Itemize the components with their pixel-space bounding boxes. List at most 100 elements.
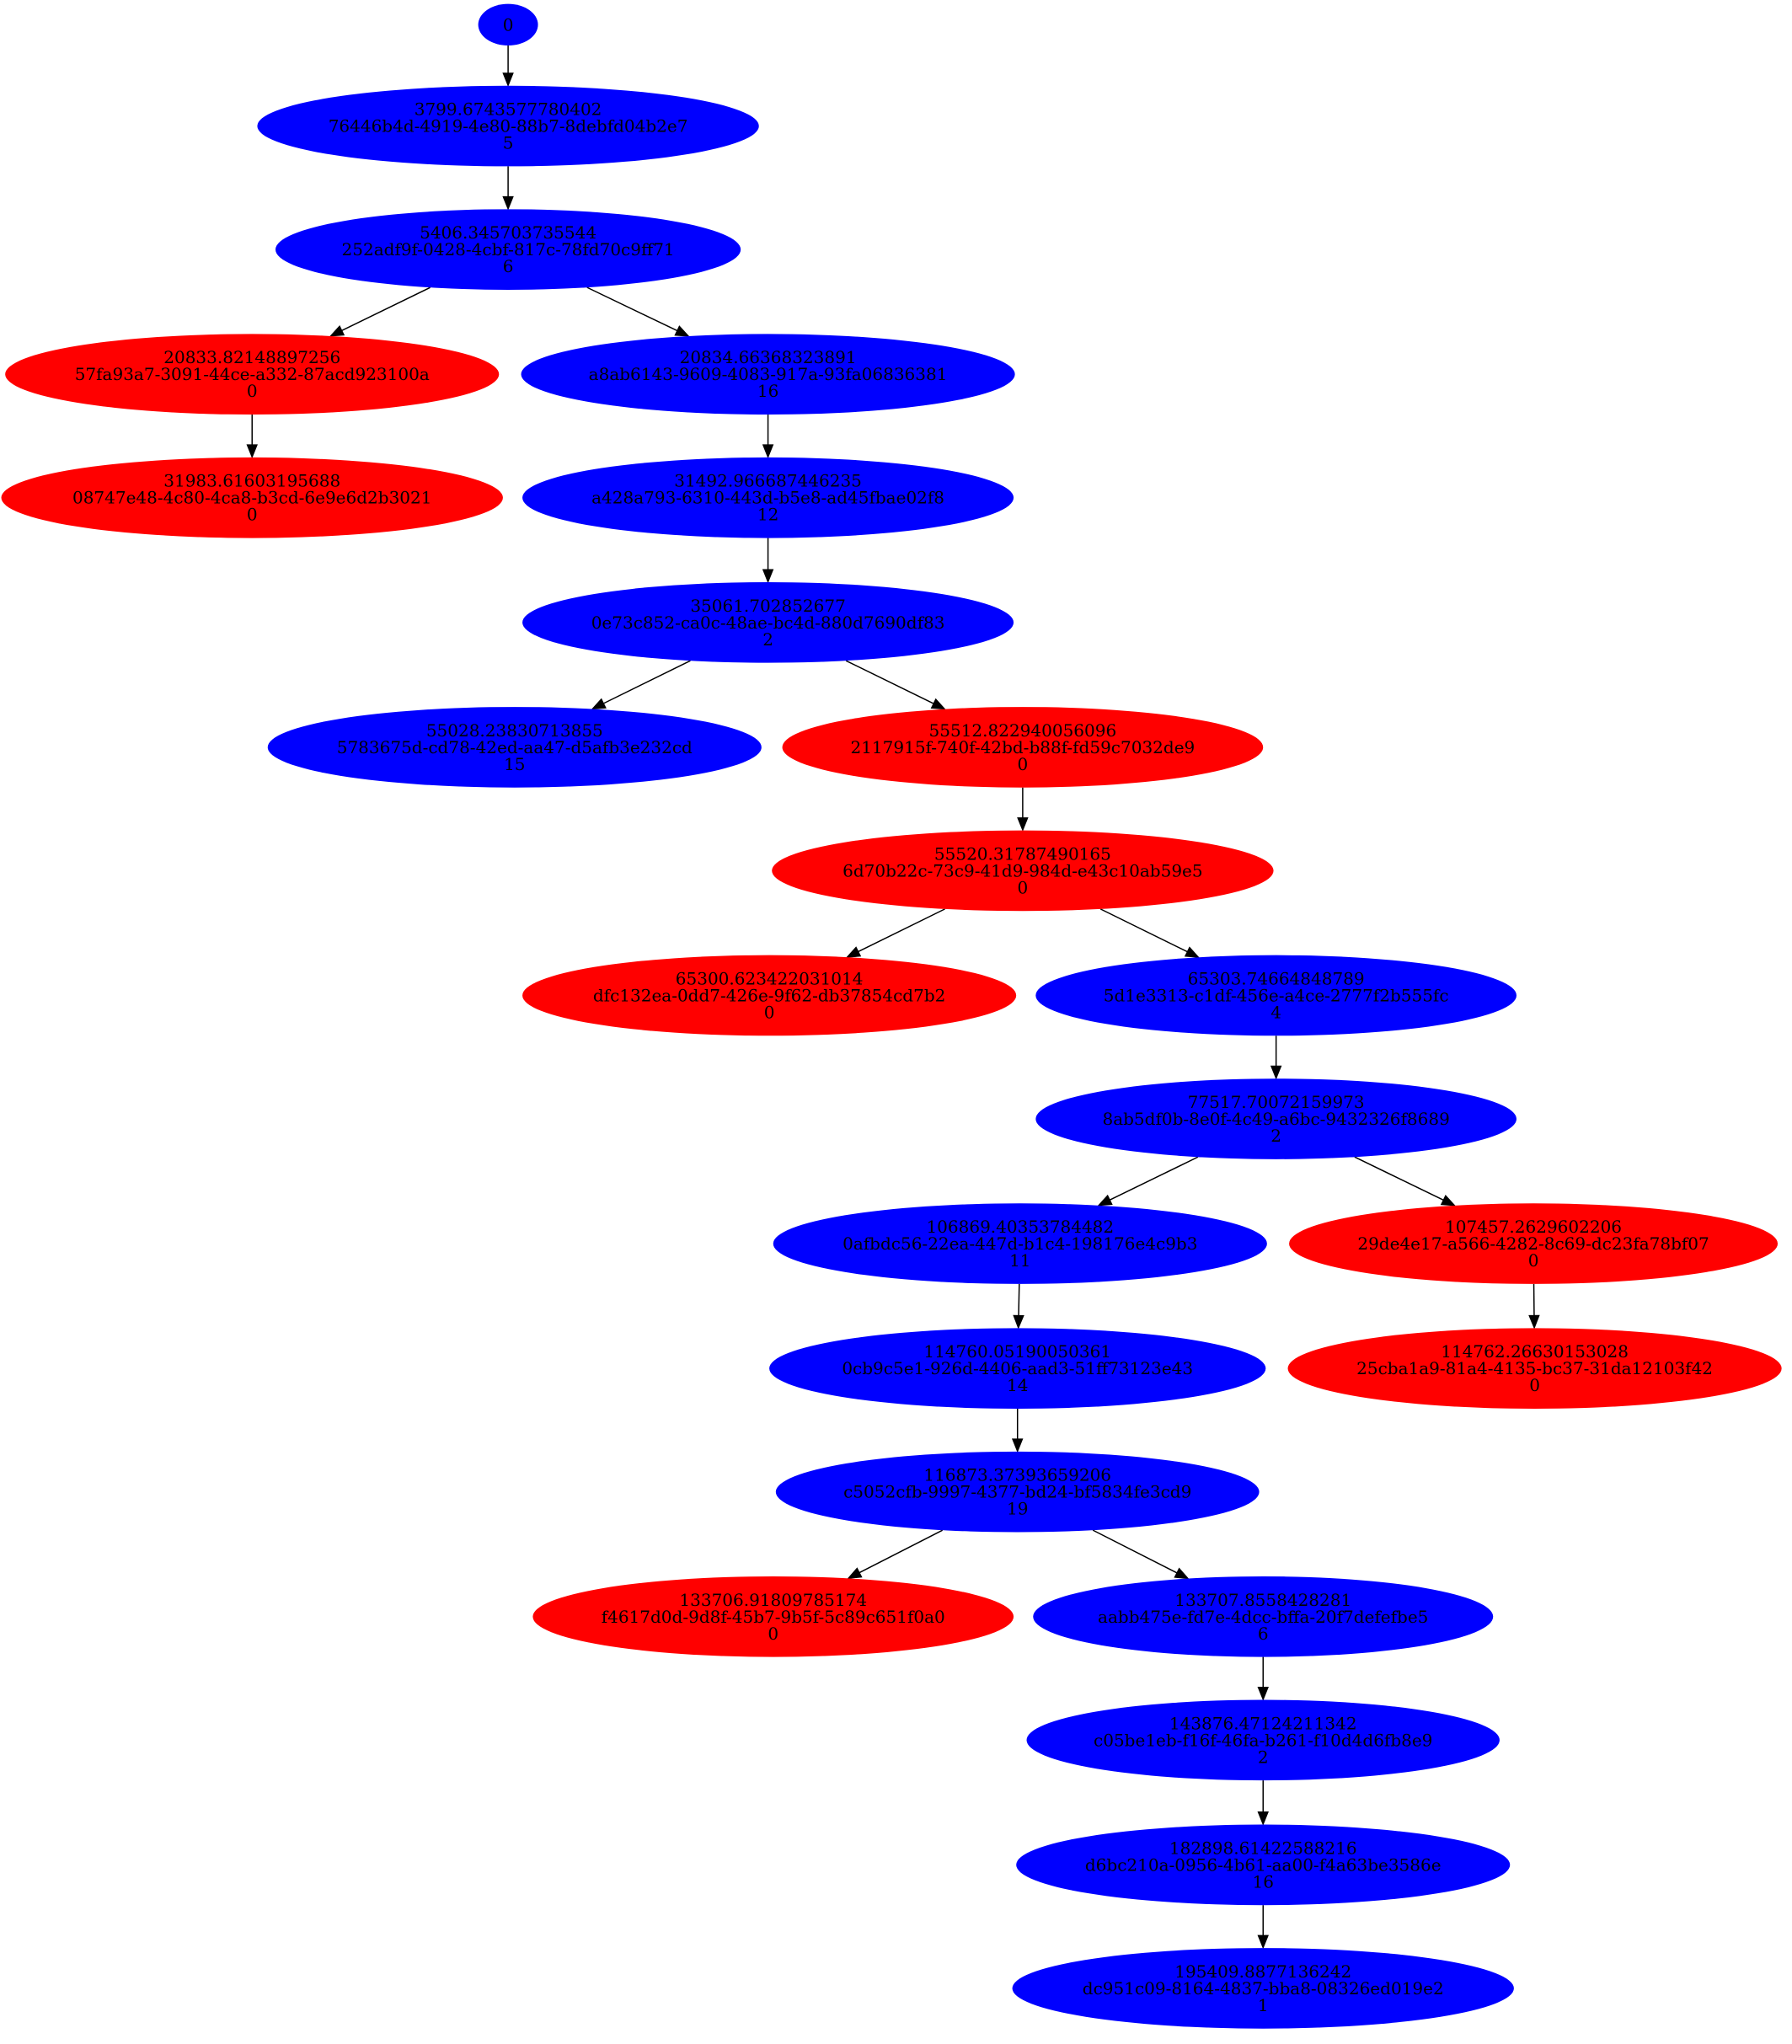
node-value-label: 133706.91809785174 bbox=[679, 1590, 867, 1610]
arrow-head-icon bbox=[502, 72, 514, 88]
edge-n2-n3 bbox=[329, 286, 431, 337]
graph-node: 0 bbox=[478, 3, 538, 45]
edge-n13-n15 bbox=[1354, 1156, 1456, 1207]
edge-line bbox=[603, 660, 691, 704]
node-value-label: 114762.26630153028 bbox=[1441, 1341, 1629, 1362]
node-uuid-label: a428a793-6310-443d-b5e8-ad45fbae02f8 bbox=[591, 488, 944, 508]
node-value-label: 106869.40353784482 bbox=[926, 1217, 1114, 1237]
node-count-label: 0 bbox=[1529, 1375, 1540, 1395]
edge-line bbox=[845, 660, 934, 704]
arrow-head-icon bbox=[674, 325, 690, 337]
graph-node: 133706.91809785174f4617d0d-9d8f-45b7-9b5… bbox=[532, 1576, 1014, 1657]
node-ellipse bbox=[1026, 1699, 1500, 1781]
node-count-label: 0 bbox=[764, 1002, 775, 1022]
node-count-label: 4 bbox=[1270, 1002, 1281, 1022]
node-ellipse bbox=[478, 3, 538, 45]
edge-line bbox=[1092, 1529, 1178, 1574]
node-count-label: 15 bbox=[504, 754, 525, 774]
node-value-label: 182898.61422588216 bbox=[1169, 1838, 1357, 1858]
node-count-label: 12 bbox=[757, 505, 778, 525]
arrow-head-icon bbox=[329, 325, 345, 337]
edge-n9-n10 bbox=[1017, 787, 1029, 832]
graph-node: 106869.403537844820afbdc56-22ea-447d-b1c… bbox=[773, 1203, 1267, 1284]
graph-node: 55520.317874901656d70b22c-73c9-41d9-984d… bbox=[772, 830, 1274, 912]
arrow-head-icon bbox=[1013, 1314, 1024, 1330]
edge-n0-n1 bbox=[502, 45, 514, 88]
node-ellipse bbox=[775, 1451, 1260, 1533]
arrow-head-icon bbox=[1184, 946, 1200, 958]
edge-line bbox=[859, 1529, 944, 1574]
node-ellipse bbox=[522, 457, 1014, 538]
graph-node: 55028.238307138555783675d-cd78-42ed-aa47… bbox=[267, 707, 762, 788]
node-ellipse bbox=[257, 85, 759, 167]
arrow-head-icon bbox=[1011, 1438, 1024, 1453]
arrow-head-icon bbox=[1257, 1934, 1269, 1950]
node-count-label: 5 bbox=[503, 133, 514, 153]
node-count-label: 0 bbox=[247, 381, 258, 401]
graph-node: 20834.66368323891a8ab6143-9609-4083-917a… bbox=[521, 334, 1015, 415]
graph-node: 107457.262960220629de4e17-a566-4282-8c69… bbox=[1289, 1203, 1779, 1284]
arrow-head-icon bbox=[930, 698, 946, 710]
node-ellipse bbox=[532, 1576, 1014, 1657]
edge-n22-n23 bbox=[1257, 1905, 1269, 1950]
arrow-head-icon bbox=[591, 698, 607, 710]
node-count-label: 0 bbox=[1018, 877, 1029, 897]
node-count-label: 6 bbox=[1258, 1624, 1269, 1644]
node-count-label: 11 bbox=[1009, 1250, 1030, 1271]
graph-node: 114760.051900503610cb9c5e1-926d-4406-aad… bbox=[769, 1328, 1266, 1409]
edge-line bbox=[858, 908, 945, 953]
node-uuid-label: dc951c09-8164-4837-bba8-08326ed019e2 bbox=[1083, 1978, 1444, 1999]
edge-n15-n17 bbox=[1528, 1283, 1540, 1330]
edge-n2-n4 bbox=[586, 286, 690, 337]
edge-n20-n21 bbox=[1257, 1656, 1269, 1701]
edge-n12-n13 bbox=[1270, 1035, 1282, 1080]
edge-n18-n19 bbox=[847, 1529, 944, 1579]
edge-n3-n5 bbox=[246, 415, 258, 459]
arrow-head-icon bbox=[846, 946, 862, 958]
node-uuid-label: d6bc210a-0956-4b61-aa00-f4a63be3586e bbox=[1085, 1854, 1442, 1875]
node-ellipse bbox=[521, 334, 1015, 415]
node-count-label: 1 bbox=[1258, 1995, 1269, 2015]
node-count-label: 6 bbox=[503, 256, 514, 276]
node-uuid-label: 2117915f-740f-42bd-b88f-fd59c7032de9 bbox=[850, 737, 1195, 757]
edge-n1-n2 bbox=[502, 166, 514, 211]
graph-node: 31983.6160319568808747e48-4c80-4ca8-b3cd… bbox=[1, 457, 503, 538]
node-uuid-label: dfc132ea-0dd7-426e-9f62-db37854cd7b2 bbox=[593, 985, 946, 1005]
node-ellipse bbox=[773, 1203, 1267, 1284]
arrow-head-icon bbox=[1017, 817, 1029, 832]
arrow-head-icon bbox=[847, 1567, 863, 1579]
edge-line bbox=[1099, 908, 1188, 953]
arrow-head-icon bbox=[1528, 1314, 1540, 1330]
node-ellipse bbox=[275, 209, 741, 290]
node-ellipse bbox=[1287, 1328, 1782, 1409]
node-uuid-label: c05be1eb-f16f-46fa-b261-f10d4d6fb8e9 bbox=[1094, 1730, 1432, 1750]
node-ellipse bbox=[1035, 1078, 1517, 1159]
node-value-label: 65303.74664848789 bbox=[1188, 968, 1365, 988]
edge-n16-n18 bbox=[1011, 1408, 1024, 1453]
arrow-head-icon bbox=[1270, 1065, 1282, 1080]
node-value-label: 65300.623422031014 bbox=[676, 968, 864, 988]
arrow-head-icon bbox=[1257, 1811, 1269, 1826]
graph-node: 195409.8877136242dc951c09-8164-4837-bba8… bbox=[1012, 1948, 1514, 2029]
node-uuid-label: 5783675d-cd78-42ed-aa47-d5afb3e232cd bbox=[337, 737, 693, 757]
node-value-label: 3799.6743577780402 bbox=[415, 99, 602, 120]
node-ellipse bbox=[522, 955, 1017, 1036]
node-value-label: 35061.702852677 bbox=[690, 596, 846, 616]
edge-n4-n6 bbox=[762, 415, 774, 459]
graph-node: 114762.2663015302825cba1a9-81a4-4135-bc3… bbox=[1287, 1328, 1782, 1409]
node-count-label: 2 bbox=[1270, 1126, 1281, 1146]
node-count-label: 16 bbox=[757, 381, 778, 401]
edge-n7-n9 bbox=[845, 660, 946, 710]
arrow-head-icon bbox=[1257, 1686, 1269, 1701]
node-uuid-label: 8ab5df0b-8e0f-4c49-a6bc-9432326f8689 bbox=[1102, 1109, 1449, 1129]
node-ellipse bbox=[5, 334, 500, 415]
node-value-label: 55028.23830713855 bbox=[426, 720, 603, 741]
arrow-head-icon bbox=[762, 444, 774, 459]
edge-line bbox=[1110, 1156, 1199, 1201]
node-count-label: 0 bbox=[768, 1624, 778, 1644]
node-uuid-label: 5d1e3313-c1df-456e-a4ce-2777f2b555fc bbox=[1104, 985, 1449, 1005]
node-uuid-label: 0afbdc56-22ea-447d-b1c4-198176e4c9b3 bbox=[843, 1233, 1197, 1254]
node-value-label: 195409.8877136242 bbox=[1174, 1961, 1351, 1982]
node-uuid-label: 08747e48-4c80-4ca8-b3cd-6e9e6d2b3021 bbox=[72, 488, 432, 508]
